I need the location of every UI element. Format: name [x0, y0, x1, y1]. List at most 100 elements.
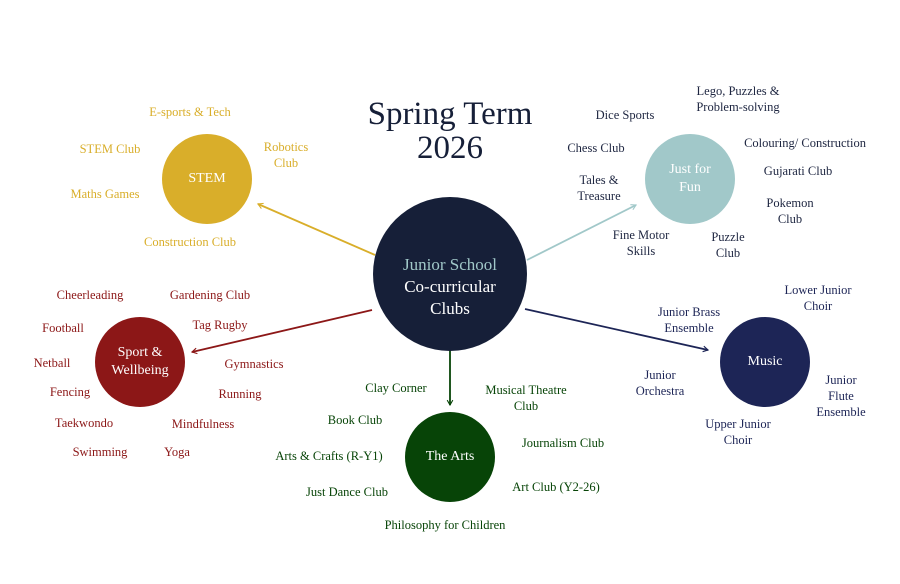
fun-arrow	[526, 204, 638, 261]
fun-club-item-line: Fine Motor	[612, 228, 670, 242]
fun-club-item-line: Problem-solving	[696, 100, 780, 114]
fun-club-item: Dice Sports	[596, 107, 655, 123]
music-node-label-line: Music	[747, 354, 783, 369]
arts-club-item-line: Club	[513, 399, 539, 413]
sport-club-item: Fencing	[50, 384, 90, 400]
hub-label-line: Junior School	[403, 255, 497, 274]
sport-club-item-line: Swimming	[72, 445, 128, 459]
stem-club-item-line: E-sports & Tech	[149, 105, 231, 119]
music-arrow	[524, 308, 710, 353]
arts-club-item-line: Book Club	[327, 413, 383, 427]
stem-club-item: STEM Club	[80, 141, 141, 157]
fun-club-item-line: Treasure	[577, 189, 621, 203]
music-club-item-line: Flute	[828, 389, 854, 403]
arts-club-item-line: Philosophy for Children	[384, 518, 506, 532]
sport-club-item-line: Tag Rugby	[192, 318, 248, 332]
music-club-item-line: Junior	[825, 373, 857, 387]
sport-club-item: Yoga	[164, 444, 190, 460]
music-club-item-line: Junior	[644, 368, 676, 382]
stem-club-item: E-sports & Tech	[149, 104, 231, 120]
fun-club-item-line: Pokemon	[766, 196, 814, 210]
arts-node-label: The Arts	[426, 448, 475, 466]
fun-club-item-line: Tales &	[579, 173, 619, 187]
sport-club-item-line: Mindfulness	[171, 417, 235, 431]
fun-node-label-line: Fun	[679, 180, 701, 195]
fun-club-item-line: Colouring/ Construction	[744, 136, 866, 150]
music-club-item-line: Choir	[803, 299, 833, 313]
arts-club-item-line: Musical Theatre	[485, 383, 567, 397]
fun-node-label-line: Just for	[669, 162, 711, 177]
sport-club-item: Gardening Club	[170, 287, 250, 303]
fun-club-item: Tales & Treasure	[577, 172, 620, 204]
fun-club-item-line: Lego, Puzzles &	[696, 84, 780, 98]
sport-club-item-line: Cheerleading	[56, 288, 124, 302]
sport-club-item-line: Fencing	[49, 385, 91, 399]
sport-club-item-line: Gardening Club	[169, 288, 251, 302]
music-club-item-line: Junior Brass	[657, 305, 721, 319]
arts-club-item-line: Arts & Crafts (R-Y1)	[275, 449, 383, 463]
stem-circle	[162, 134, 252, 224]
fun-club-item-line: Dice Sports	[595, 108, 655, 122]
stem-club-item: Maths Games	[70, 186, 139, 202]
music-club-item-line: Choir	[723, 433, 753, 447]
music-club-item-line: Orchestra	[635, 384, 685, 398]
sport-club-item: Netball	[34, 355, 71, 371]
arts-club-item: Just Dance Club	[306, 484, 388, 500]
sport-club-item-line: Football	[42, 321, 84, 335]
fun-club-item-line: Puzzle	[711, 230, 745, 244]
sport-circle	[95, 317, 185, 407]
stem-node-label-line: STEM	[188, 171, 226, 186]
sport-club-item: Running	[218, 386, 261, 402]
hub-label-line: Clubs	[430, 299, 470, 318]
music-club-item-line: Lower Junior	[784, 283, 852, 297]
sport-club-item-line: Running	[218, 387, 262, 401]
fun-club-item-line: Club	[715, 246, 741, 260]
diagram-title-line: Spring Term	[367, 96, 533, 132]
arts-club-item: Arts & Crafts (R-Y1)	[275, 448, 382, 464]
stem-arrow	[256, 202, 376, 256]
stem-club-item: Construction Club	[144, 234, 236, 250]
fun-club-item-line: Gujarati Club	[763, 164, 833, 178]
fun-club-item: Lego, Puzzles & Problem-solving	[696, 83, 779, 115]
fun-club-item-line: Chess Club	[567, 141, 625, 155]
arts-club-item-line: Clay Corner	[365, 381, 427, 395]
hub-label-line: Co-curricular	[404, 277, 496, 296]
sport-arrow	[190, 309, 373, 355]
fun-club-item: Gujarati Club	[764, 163, 832, 179]
sport-club-item-line: Gymnastics	[224, 357, 284, 371]
music-club-item-line: Upper Junior	[705, 417, 771, 431]
fun-circle	[645, 134, 735, 224]
arts-club-item-line: Art Club (Y2-26)	[512, 480, 600, 494]
stem-club-item-line: Maths Games	[70, 187, 140, 201]
fun-club-item: Colouring/ Construction	[744, 135, 866, 151]
arts-club-item: Philosophy for Children	[385, 517, 506, 533]
arts-club-item: Art Club (Y2-26)	[512, 479, 600, 495]
sport-node-label: Sport &Wellbeing	[111, 344, 168, 380]
sport-club-item: Mindfulness	[172, 416, 235, 432]
sport-club-item: Football	[42, 320, 84, 336]
sport-club-item: Taekwondo	[55, 415, 113, 431]
sport-club-item-line: Taekwondo	[54, 416, 114, 430]
arts-club-item: Journalism Club	[522, 435, 604, 451]
arts-club-item: Clay Corner	[365, 380, 426, 396]
sport-club-item-line: Yoga	[164, 445, 190, 459]
music-club-item-line: Ensemble	[816, 405, 866, 419]
fun-club-item-line: Club	[777, 212, 803, 226]
diagram-title-line: 2026	[416, 130, 483, 166]
sport-club-item: Gymnastics	[224, 356, 283, 372]
